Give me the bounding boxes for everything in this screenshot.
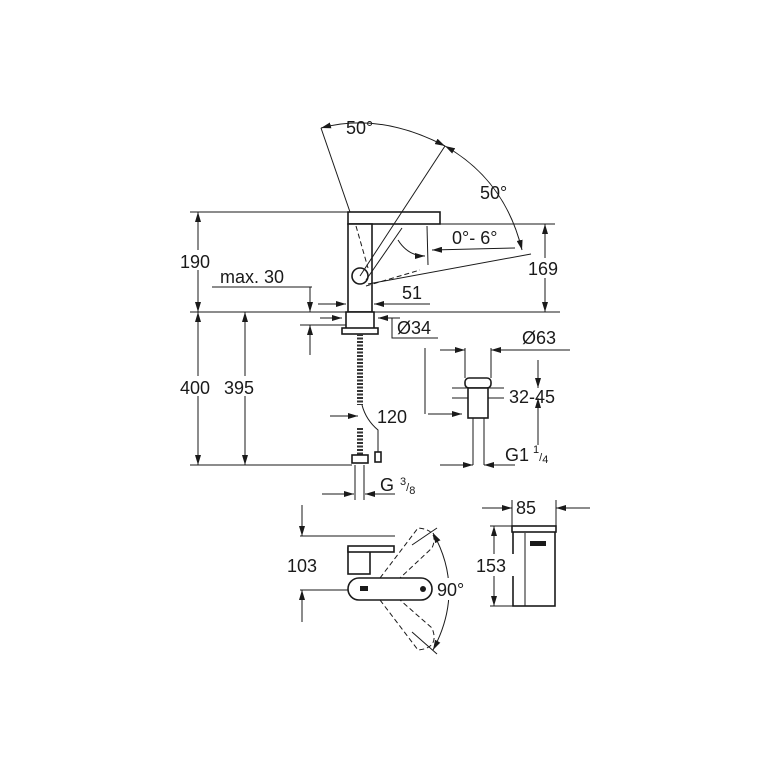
label-width-120: 120 [377, 407, 407, 427]
label-angle-90: 90° [437, 580, 464, 600]
label-diameter-34: Ø34 [397, 318, 431, 338]
label-height-395: 395 [224, 378, 254, 398]
side-view-faucet [320, 127, 532, 464]
label-height-400: 400 [180, 378, 210, 398]
label-tilt-0-6: 0°- 6° [452, 228, 497, 248]
label-angle-50-right: 50° [480, 183, 507, 203]
label-width-85: 85 [516, 498, 536, 518]
label-height-153: 153 [476, 556, 506, 576]
label-angle-50-top: 50° [346, 118, 373, 138]
label-range-32-45: 32-45 [509, 387, 555, 407]
label-height-169: 169 [528, 259, 558, 279]
label-height-103: 103 [287, 556, 317, 576]
top-view-faucet [347, 527, 435, 651]
front-view-faucet [511, 525, 557, 607]
label-diameter-63: Ø63 [522, 328, 556, 348]
label-height-190: 190 [180, 252, 210, 272]
label-width-51: 51 [402, 283, 422, 303]
label-max-30: max. 30 [220, 267, 284, 287]
pop-up-waste [452, 377, 504, 465]
